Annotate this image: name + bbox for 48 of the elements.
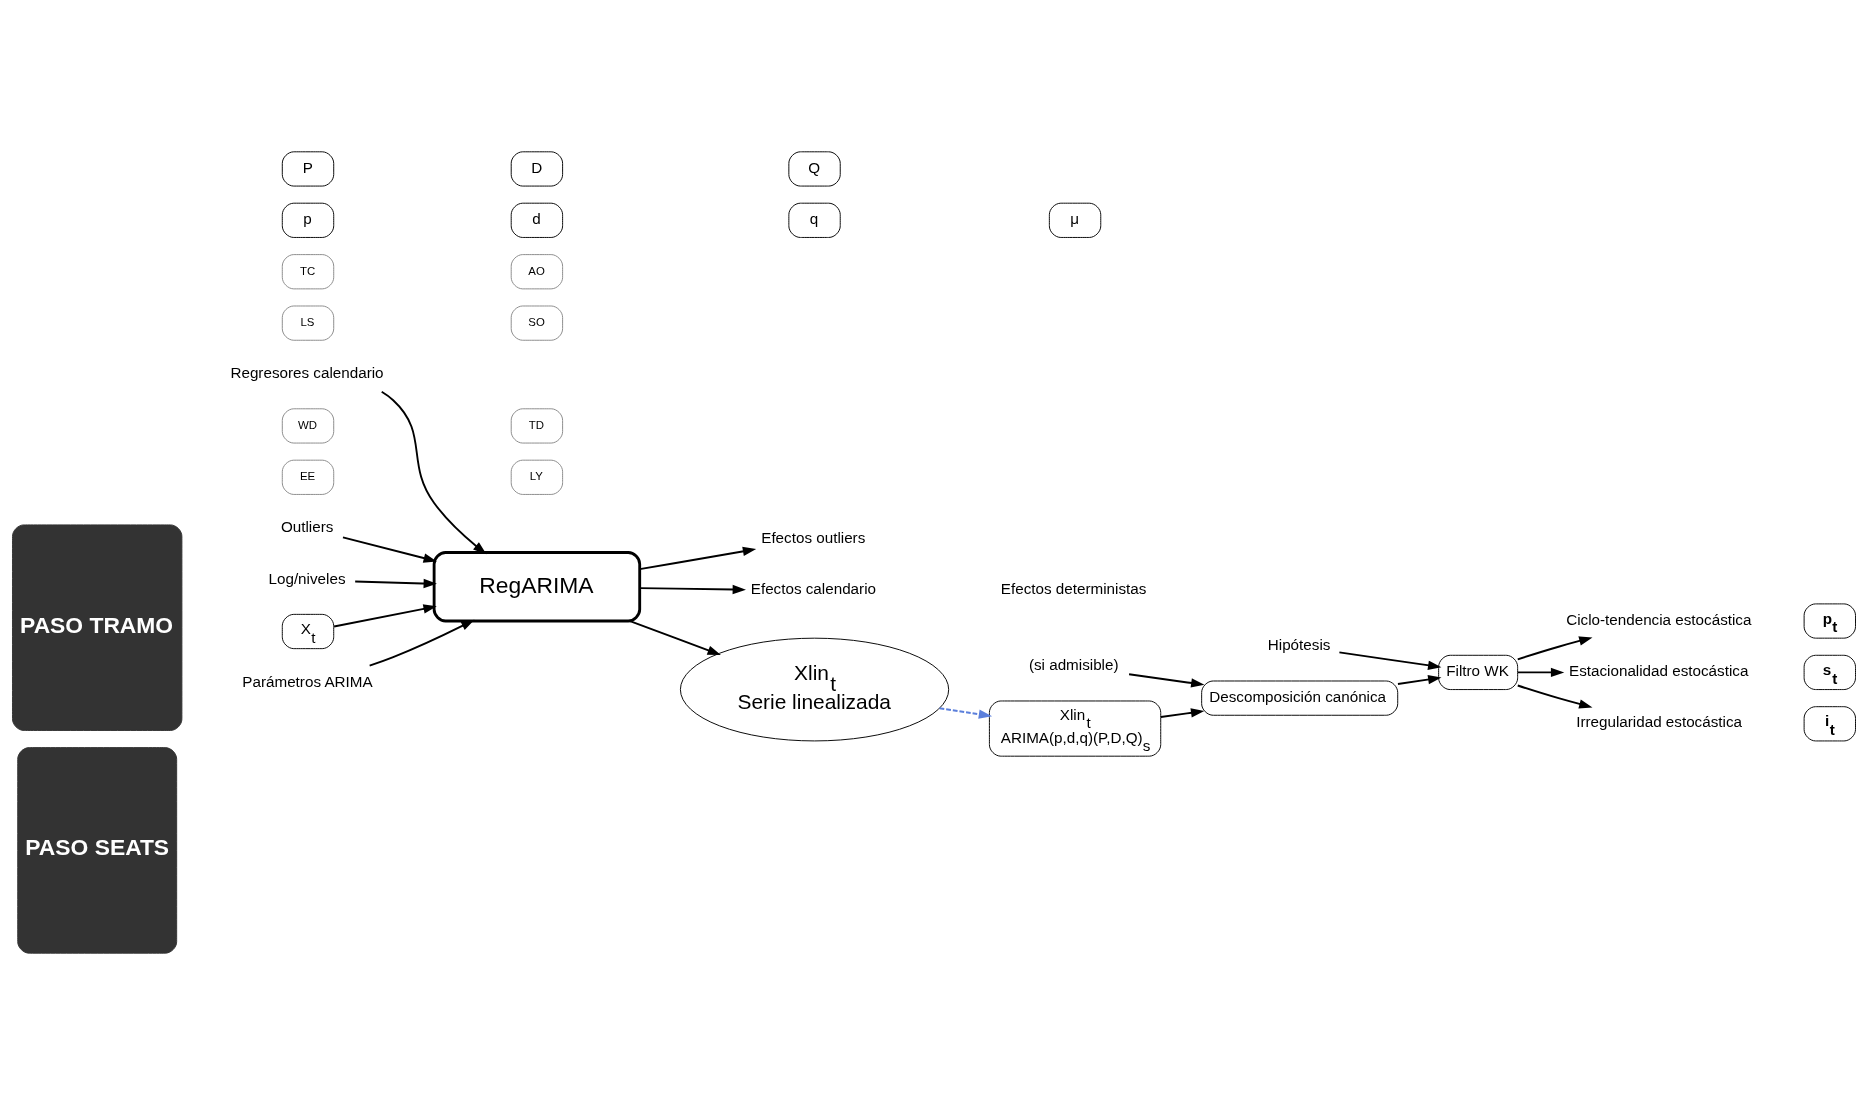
node-box: Filtro WK <box>1438 654 1519 690</box>
node-text: Outliers <box>280 517 334 535</box>
node-text: Efectos deterministas <box>1000 579 1147 597</box>
arrow <box>1159 707 1205 718</box>
node-box: LY <box>510 459 564 495</box>
node-box: AO <box>510 253 564 289</box>
arrow <box>380 390 487 554</box>
arrow <box>368 619 475 667</box>
arrow <box>1516 667 1565 677</box>
arrow <box>938 706 993 719</box>
node-text: Efectos calendario <box>750 579 876 597</box>
arrow <box>1397 674 1442 685</box>
node-text: Parámetros ARIMA <box>242 672 373 690</box>
arrow <box>1338 650 1442 670</box>
arrow <box>638 546 757 570</box>
node-box: WD <box>281 407 335 444</box>
arrow <box>1128 672 1205 688</box>
node-box: PASO SEATS <box>17 746 178 954</box>
node-box: Descomposición canónica <box>1201 680 1399 716</box>
node-text: Efectos outliers <box>761 528 866 546</box>
node-box: p <box>281 202 335 238</box>
node-text: Log/niveles <box>268 569 346 587</box>
node-box: D <box>510 150 564 187</box>
arrow <box>629 619 721 655</box>
node-box: EE <box>281 459 335 495</box>
node-box: LS <box>281 305 335 341</box>
node-box: TD <box>510 407 564 444</box>
node-box: d <box>510 202 564 238</box>
node-box: μ <box>1048 202 1102 238</box>
node-text: Estacionalidad estocástica <box>1569 661 1749 679</box>
arrow <box>333 603 437 627</box>
node-box: Q <box>788 150 841 187</box>
node-box: SO <box>510 305 564 341</box>
node-text: Irregularidad estocástica <box>1576 712 1742 730</box>
node-box: P <box>281 150 335 187</box>
node-text: Ciclo-tendencia estocástica <box>1566 610 1752 628</box>
arrow <box>1516 635 1593 660</box>
node-text: Regresores calendario <box>230 363 384 381</box>
node-text: Hipótesis <box>1267 635 1331 653</box>
node-box: TC <box>281 253 335 289</box>
node-box: PASO TRAMO <box>12 523 183 731</box>
arrow <box>342 535 437 563</box>
node-box: q <box>788 202 841 238</box>
node-box: RegARIMA <box>432 550 642 622</box>
arrow <box>354 578 437 588</box>
node-text: (si admisible) <box>1028 655 1119 673</box>
arrow <box>1516 684 1593 708</box>
arrow <box>638 584 746 594</box>
